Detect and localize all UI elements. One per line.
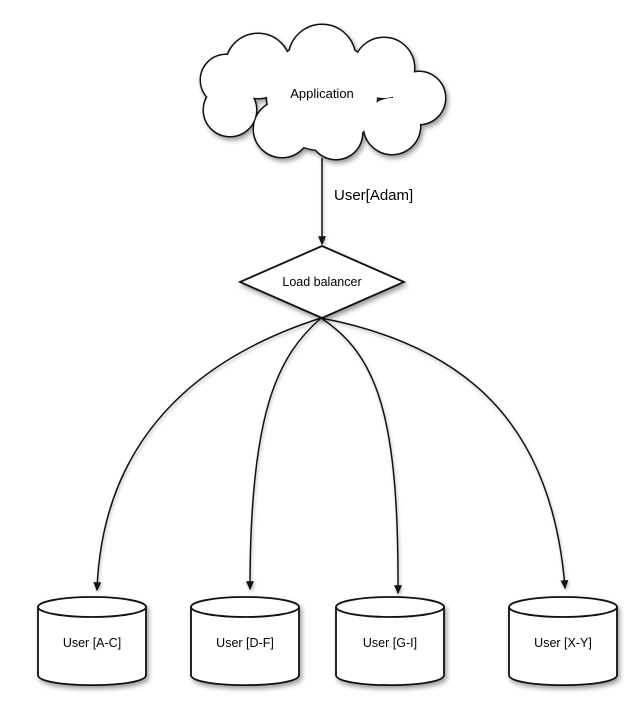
application-cloud-node: Application	[199, 23, 447, 161]
arrow-lb-to-shard-1	[93, 317, 322, 592]
shard-2-label: User [D-F]	[216, 636, 274, 650]
shard-1-node: User [A-C]	[37, 596, 147, 687]
shard-3-node: User [G-I]	[335, 596, 445, 687]
edge-app-to-loadbalancer: User[Adam]	[318, 158, 413, 246]
arrow-lb-to-shard-2	[246, 317, 322, 591]
shard-3-label: User [G-I]	[363, 636, 417, 650]
load-balancer-label: Load balancer	[282, 275, 361, 289]
load-balancer-node: Load balancer	[237, 245, 407, 319]
arrow-lb-to-shard-4	[320, 317, 569, 590]
application-label: Application	[290, 86, 354, 101]
database-cylinder-icon	[335, 596, 445, 687]
database-cylinder-icon	[37, 596, 147, 687]
database-cylinder-icon	[190, 596, 300, 687]
shard-1-label: User [A-C]	[63, 636, 121, 650]
cloud-icon	[199, 23, 447, 161]
database-cylinder-icon	[508, 596, 618, 687]
shard-2-node: User [D-F]	[190, 596, 300, 687]
edges-lb-to-shards	[93, 317, 569, 595]
arrow-lb-to-shard-3	[320, 317, 403, 595]
shard-4-node: User [X-Y]	[508, 596, 618, 687]
shard-4-label: User [X-Y]	[534, 636, 592, 650]
edge-label-user-adam: User[Adam]	[334, 187, 413, 204]
